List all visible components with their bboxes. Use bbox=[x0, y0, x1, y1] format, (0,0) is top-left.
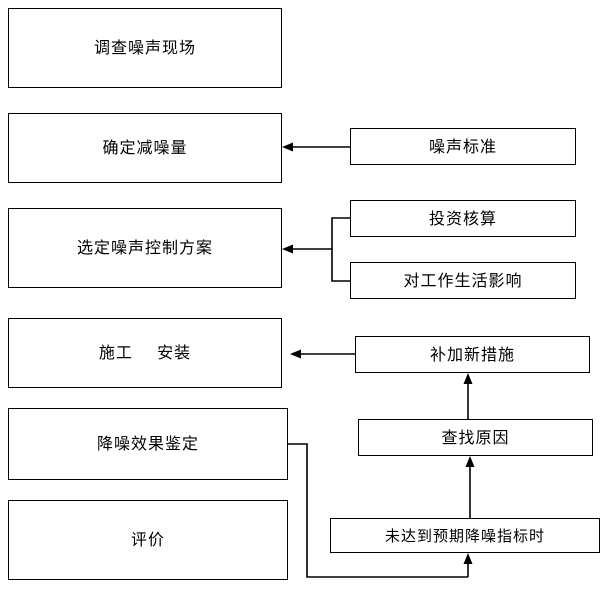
connector-newmeasure-to-construct bbox=[290, 349, 355, 359]
connector-findcause-to-newmeasure bbox=[463, 373, 473, 419]
node-evaluation[interactable]: 评价 bbox=[8, 500, 288, 580]
node-construction-label: 施工 安装 bbox=[98, 343, 192, 363]
node-appraisal-label: 降噪效果鉴定 bbox=[96, 434, 199, 454]
connector-standard-to-reduction bbox=[282, 142, 350, 152]
node-reduction-label: 确定减噪量 bbox=[102, 138, 188, 158]
node-life-work-impact[interactable]: 对工作生活影响 bbox=[350, 262, 576, 299]
node-reduction[interactable]: 确定减噪量 bbox=[8, 113, 282, 183]
connector-options-bracket-to-scheme bbox=[282, 217, 350, 282]
node-noise-standard-label: 噪声标准 bbox=[428, 136, 497, 156]
node-new-measure[interactable]: 补加新措施 bbox=[355, 336, 590, 373]
node-construction[interactable]: 施工 安装 bbox=[8, 318, 282, 388]
node-survey-label: 调查噪声现场 bbox=[93, 38, 196, 58]
node-survey[interactable]: 调查噪声现场 bbox=[8, 8, 282, 88]
node-new-measure-label: 补加新措施 bbox=[429, 344, 515, 364]
node-evaluation-label: 评价 bbox=[130, 530, 165, 550]
node-investment-accounting[interactable]: 投资核算 bbox=[350, 200, 576, 237]
node-target-not-reached[interactable]: 未达到预期降噪指标时 bbox=[330, 518, 600, 553]
node-target-not-reached-label: 未达到预期降噪指标时 bbox=[384, 526, 545, 545]
node-investment-accounting-label: 投资核算 bbox=[428, 208, 497, 228]
node-noise-standard[interactable]: 噪声标准 bbox=[350, 128, 576, 165]
node-find-cause-label: 查找原因 bbox=[441, 427, 510, 447]
node-find-cause[interactable]: 查找原因 bbox=[358, 419, 593, 456]
node-life-work-impact-label: 对工作生活影响 bbox=[403, 270, 523, 290]
node-scheme-label: 选定噪声控制方案 bbox=[76, 238, 213, 258]
connector-appraisal-to-notreached bbox=[288, 443, 473, 578]
connector-notreached-to-findcause bbox=[465, 456, 475, 518]
node-appraisal[interactable]: 降噪效果鉴定 bbox=[8, 408, 288, 480]
node-scheme[interactable]: 选定噪声控制方案 bbox=[8, 208, 282, 288]
